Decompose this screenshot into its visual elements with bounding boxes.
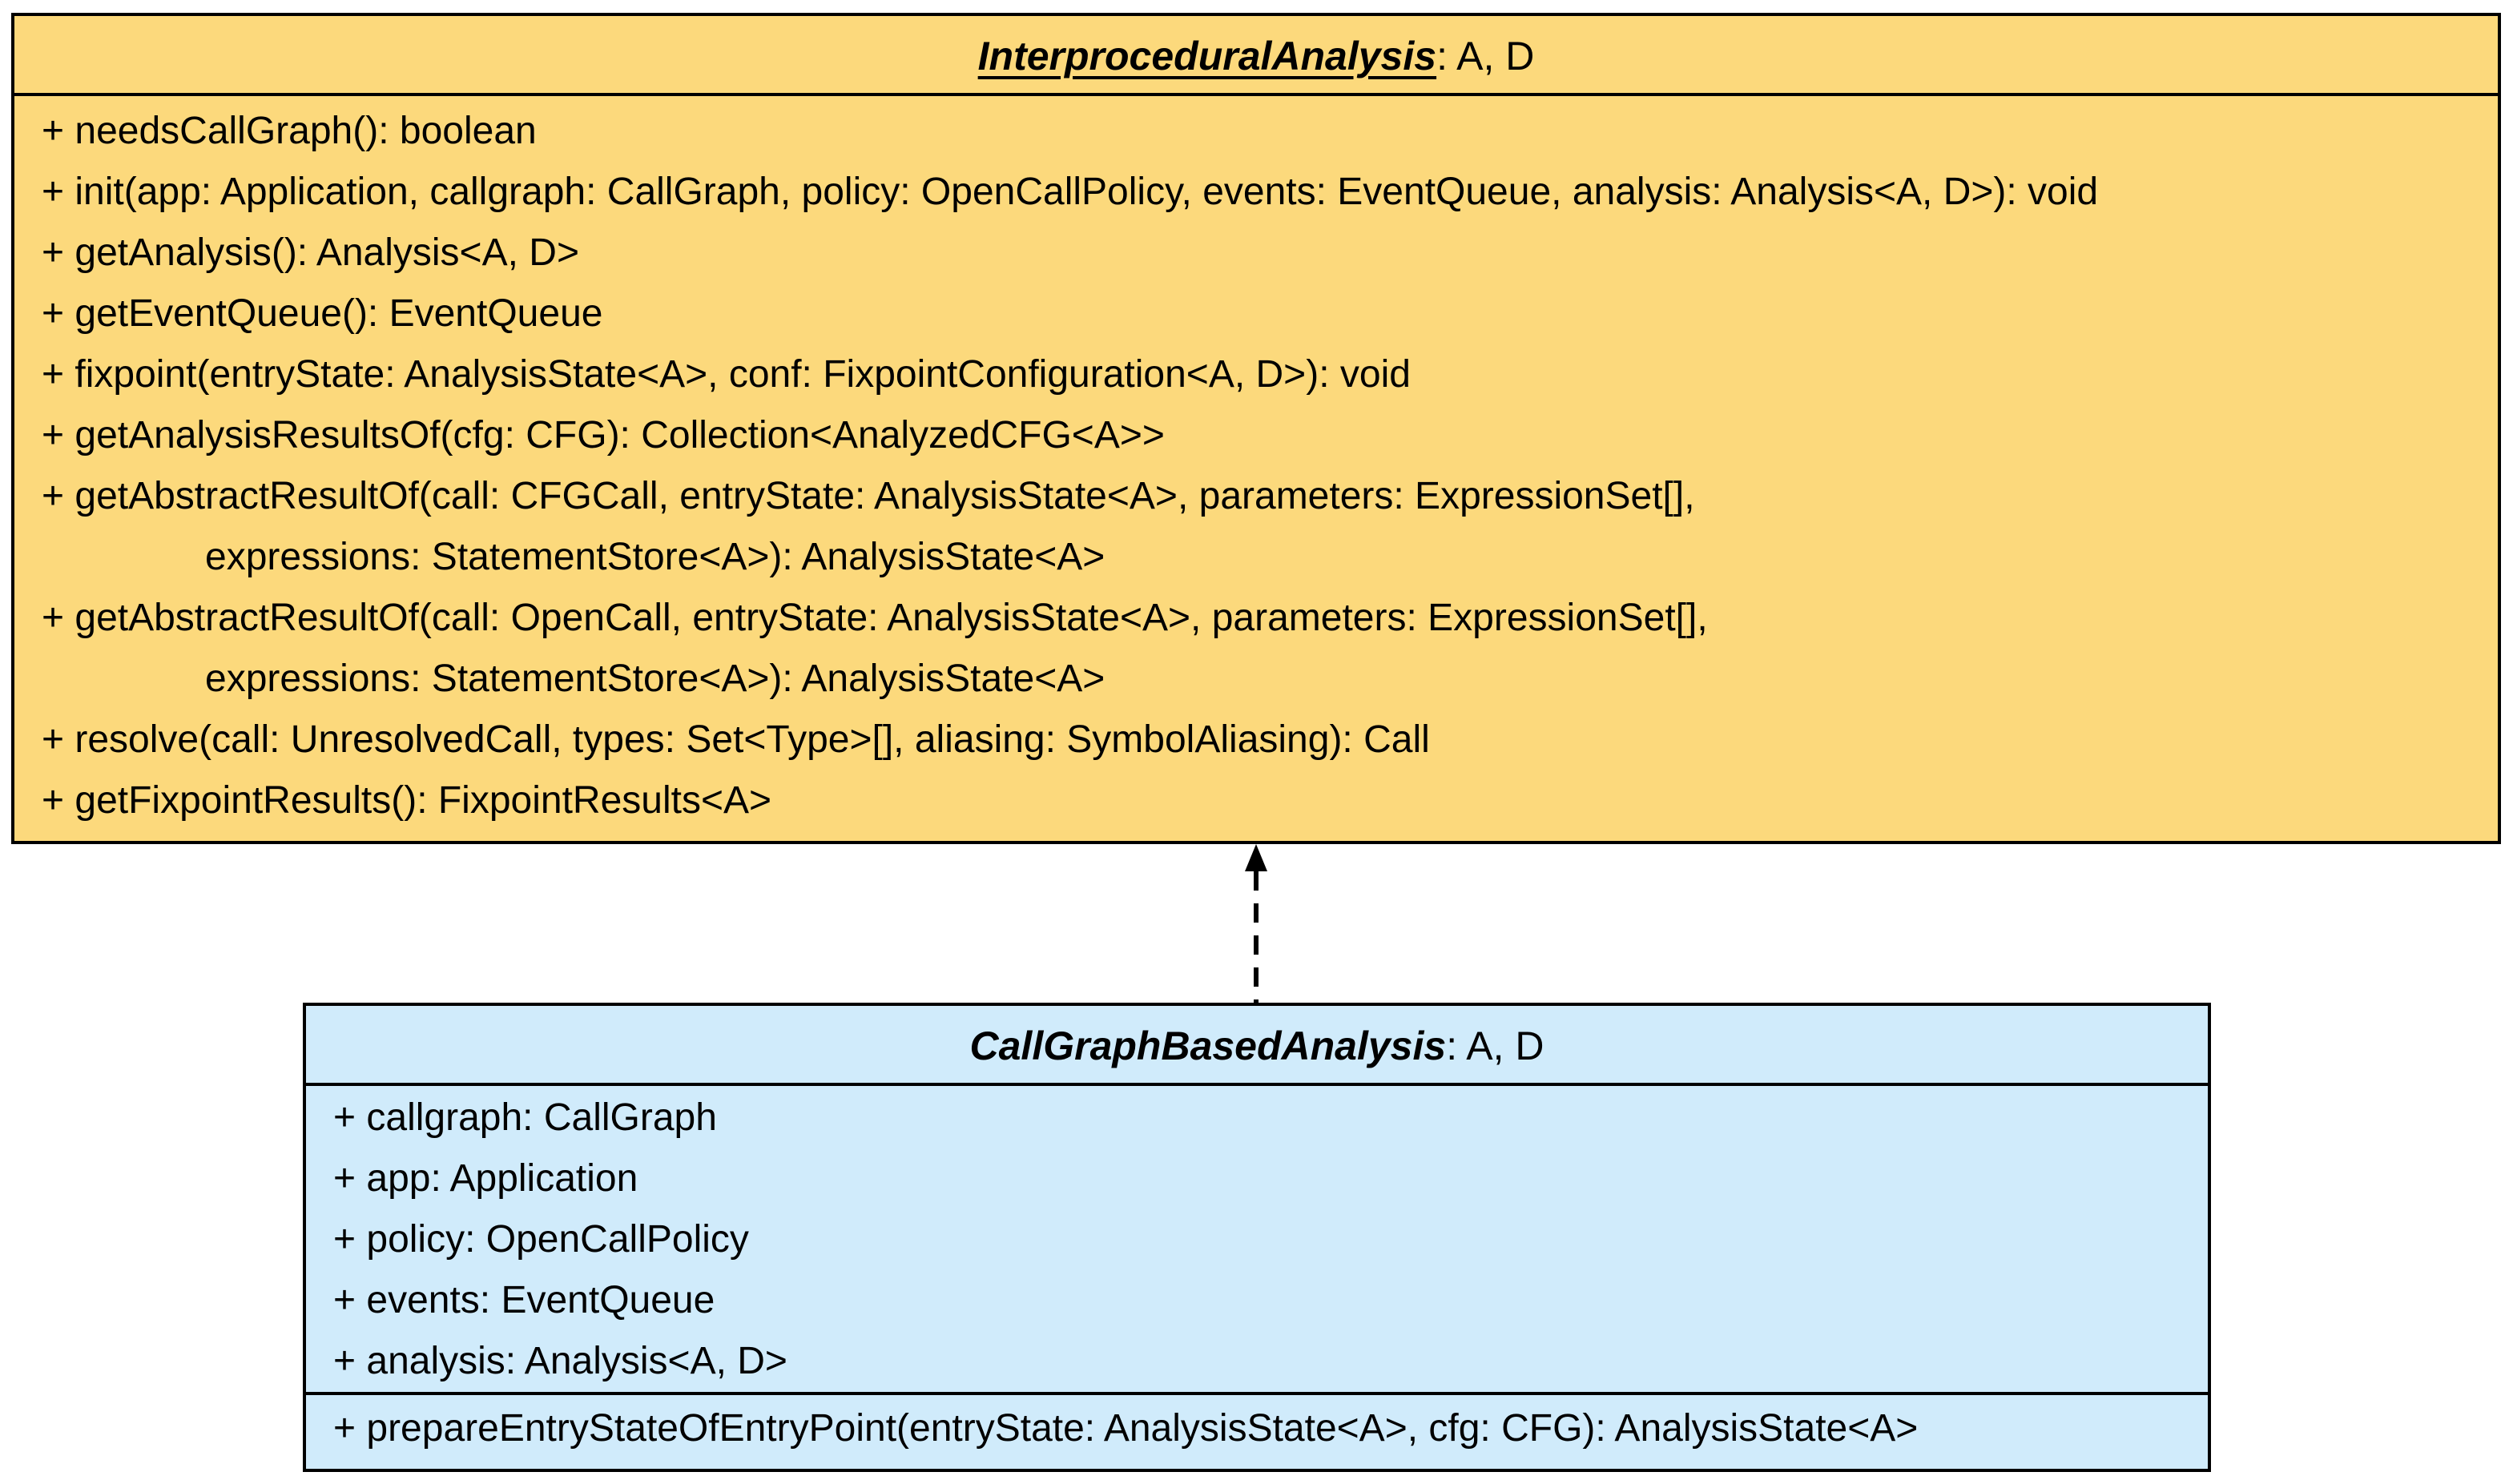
operation-row: + prepareEntryStateOfEntryPoint(entrySta…: [333, 1407, 1919, 1450]
operation-row: + fixpoint(entryState: AnalysisState<A>,…: [42, 353, 1411, 396]
operation-row: + getEventQueue(): EventQueue: [42, 292, 603, 335]
operation-row: + getAnalysisResultsOf(cfg: CFG): Collec…: [42, 414, 1165, 456]
operation-row: + getAbstractResultOf(call: CFGCall, ent…: [42, 475, 1695, 517]
arrow-head: [1245, 844, 1267, 871]
interface-operations: + needsCallGraph(): boolean + init(app: A…: [14, 96, 2498, 831]
class-header: CallGraphBasedAnalysis: A, D: [306, 1006, 2208, 1086]
class-box-call-graph-based-analysis: CallGraphBasedAnalysis: A, D + callgraph…: [303, 1003, 2211, 1472]
interface-header: InterproceduralAnalysis: A, D: [14, 16, 2498, 96]
attribute-row: + app: Application: [333, 1157, 638, 1200]
operation-row: + needsCallGraph(): boolean: [42, 110, 537, 152]
class-type-params: : A, D: [1446, 1024, 1544, 1068]
interface-box-interprocedural-analysis: InterproceduralAnalysis: A, D + needsCal…: [11, 13, 2501, 844]
attribute-row: + callgraph: CallGraph: [333, 1096, 717, 1139]
operation-row: + resolve(call: UnresolvedCall, types: S…: [42, 718, 1430, 761]
operation-row: + getFixpointResults(): FixpointResults<…: [42, 779, 772, 822]
attribute-row: + policy: OpenCallPolicy: [333, 1218, 749, 1261]
class-operations: + prepareEntryStateOfEntryPoint(entrySta…: [306, 1395, 2208, 1459]
attribute-row: + analysis: Analysis<A, D>: [333, 1340, 787, 1382]
operation-row-continuation: expressions: StatementStore<A>): Analysi…: [205, 658, 1105, 700]
interface-name: InterproceduralAnalysis: [977, 34, 1437, 78]
operation-row-continuation: expressions: StatementStore<A>): Analysi…: [205, 536, 1105, 578]
interface-type-params: : A, D: [1436, 34, 1535, 78]
realization-arrow: [1245, 844, 1267, 1004]
operation-row: + init(app: Application, callgraph: Call…: [42, 171, 2099, 213]
class-attributes: + callgraph: CallGraph + app: Application…: [306, 1086, 2208, 1395]
class-name: CallGraphBasedAnalysis: [969, 1024, 1447, 1068]
operation-row: + getAnalysis(): Analysis<A, D>: [42, 231, 579, 274]
attribute-row: + events: EventQueue: [333, 1279, 715, 1321]
operation-row: + getAbstractResultOf(call: OpenCall, en…: [42, 597, 1708, 639]
